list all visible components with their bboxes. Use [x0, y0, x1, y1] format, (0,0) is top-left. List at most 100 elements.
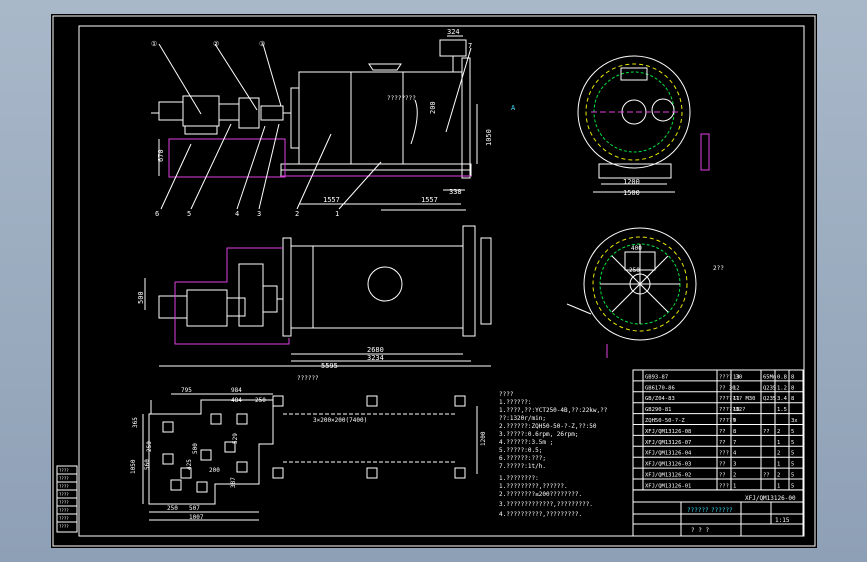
bom-cell: ???? 30: [719, 374, 742, 380]
inner-frame: [78, 25, 805, 537]
bom-cell: ZQH50-50-?-Z: [645, 418, 685, 424]
dim-1500: 1500: [623, 189, 640, 197]
bom-cell: 8: [791, 374, 794, 380]
dim-1200v: 1200: [480, 431, 487, 446]
dim-3234: 3234: [367, 354, 384, 362]
bom-cell: ??: [763, 429, 770, 435]
left-table-cell: ????: [59, 508, 69, 513]
bom-cell: 1.2: [777, 385, 787, 391]
bom-cell: ??????? M30: [719, 396, 755, 402]
bom-cell: 1: [777, 440, 780, 446]
part-label: 4: [235, 210, 239, 218]
bom-cell: GB93-87: [645, 374, 668, 380]
foundation-plan: [142, 393, 478, 521]
dim-200: 200: [429, 101, 437, 114]
bom-cell: 11: [733, 396, 740, 402]
tech-note-line: 2.????????≤200????????.: [499, 491, 582, 498]
bom-cell: 12: [733, 385, 740, 391]
right-mark: 2??: [713, 265, 724, 272]
bom-cell: Q235: [763, 396, 776, 402]
bom-cell: 0.8: [777, 374, 787, 380]
dim-200b: 200: [209, 467, 220, 474]
dim-484: 484: [231, 397, 242, 404]
outer-frame: [52, 15, 816, 547]
dim-400: 400: [631, 245, 642, 252]
dim-5595: 5595: [321, 362, 338, 370]
balloon-label: 7: [468, 42, 472, 50]
bom-cell: 13: [733, 374, 740, 380]
left-revision-table: [56, 465, 78, 533]
dim-500: 500: [137, 291, 145, 304]
bom-cell: XFJ/QM13126-01: [645, 483, 691, 489]
left-table-cell: ????: [59, 476, 69, 481]
bom-cell: ?? 30: [719, 385, 736, 391]
left-table-cell: ????: [59, 484, 69, 489]
dim-250t: 250: [255, 397, 266, 404]
section-view: [566, 227, 697, 358]
dim-250b: 250: [167, 505, 178, 512]
bom-cell: XFJ/QM13126-08: [645, 429, 691, 435]
balloon-label: ②: [213, 40, 219, 48]
tech-note-line: 6.??????:???;: [499, 455, 546, 462]
tech-note-line: 1.??????:: [499, 399, 532, 406]
balloon-label: ①: [151, 40, 157, 48]
dim-2680: 2680: [367, 346, 384, 354]
dim-560: 560: [144, 459, 151, 470]
dim-1557a: 1557: [323, 196, 340, 204]
dim-425: 425: [186, 459, 193, 470]
bom-cell: 5: [791, 451, 794, 457]
bom-cell: ???: [719, 451, 729, 457]
tech-note-line: 4.??????????,?????????.: [499, 511, 582, 518]
tech-note-line: ????: [499, 391, 514, 398]
bom-cell: 2: [777, 429, 780, 435]
tech-note-line: 3.?????:0.6rpm, 26rpm;: [499, 431, 578, 438]
view-mark-a: A: [511, 104, 516, 112]
bom-cell: 2: [733, 473, 736, 479]
title-drawing-no: XFJ/QM13126-00: [745, 495, 796, 502]
dim-670: 670: [157, 149, 165, 162]
bom-cell: 1.5: [777, 407, 787, 413]
tech-note-line: 3.?????????????,?????????.: [499, 501, 593, 508]
bom-cell: 2: [777, 473, 780, 479]
dim-1050: 1050: [485, 129, 493, 146]
left-table-cell: ????: [59, 500, 69, 505]
bom-cell: 2: [777, 451, 780, 457]
dim-500b: 500: [192, 443, 199, 454]
bom-cell: 1: [733, 483, 736, 489]
body-note: ????????: [387, 95, 416, 102]
bom-cell: ??: [719, 429, 726, 435]
dim-365: 365: [132, 417, 139, 428]
dim-795: 795: [181, 387, 192, 394]
part-label: 1: [335, 210, 339, 218]
dim-338: 338: [449, 188, 462, 196]
bom-cell: ??: [719, 440, 726, 446]
tech-note-line: 1.????,??:YCT250-4B,??:22kw,??: [499, 407, 608, 414]
dim-250l: 250: [146, 441, 153, 452]
bom-cell: 5: [791, 462, 794, 468]
plan-view: [144, 225, 492, 367]
bom-cell: 10: [733, 407, 740, 413]
bom-cell: 1: [777, 462, 780, 468]
bom-cell: XFJ/QM13126-04: [645, 451, 692, 457]
part-label: 6: [155, 210, 159, 218]
title-scale: 1:15: [775, 517, 790, 524]
tech-note-line: 1.?????????,??????.: [499, 483, 568, 490]
bom-cell: 8: [733, 429, 736, 435]
dim-507: 507: [189, 505, 200, 512]
bom-cell: 8: [791, 396, 794, 402]
title-block: [632, 489, 804, 537]
bom-cell: 5: [791, 429, 794, 435]
dim-1200: 1200: [623, 178, 640, 186]
bom-cell: ??: [719, 473, 726, 479]
cad-drawing-canvas[interactable]: ???? ???? ???? ???? ???? ???? ???? ????: [51, 14, 817, 548]
part-label: 3: [257, 210, 261, 218]
dim-387: 387: [230, 477, 237, 488]
bom-cell: 3.4: [777, 396, 788, 402]
bom-cell: XFJ/QM13126-02: [645, 473, 691, 479]
bom-cell: ?????: [719, 418, 736, 424]
part-label: 2: [295, 210, 299, 218]
plan-note: ??????: [297, 375, 319, 382]
bom-cell: 5: [791, 473, 794, 479]
dim-1050l: 1050: [130, 459, 137, 474]
